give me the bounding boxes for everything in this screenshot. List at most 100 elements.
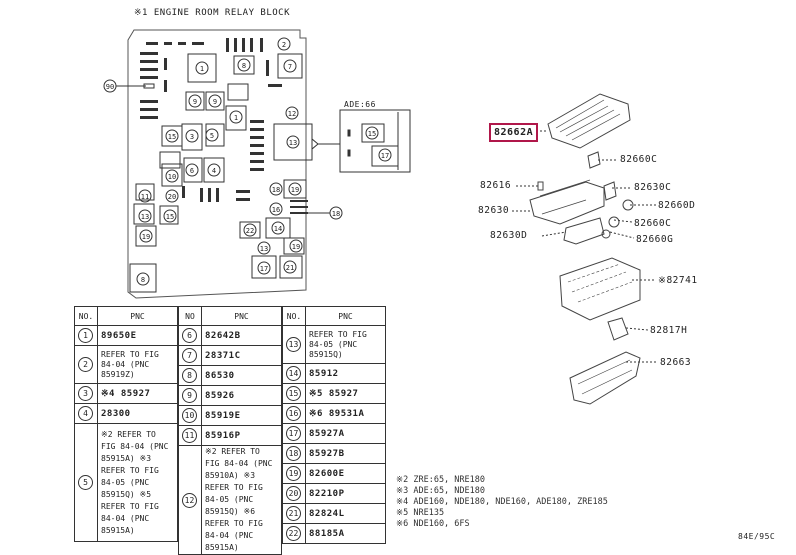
pnc-link[interactable]: ※6 89531A xyxy=(305,403,386,424)
pnc-link[interactable]: 86530 xyxy=(201,365,282,386)
svg-text:19: 19 xyxy=(292,243,300,251)
table-header: PNC xyxy=(305,306,386,326)
pnc-link[interactable]: 28371C xyxy=(201,345,282,366)
pnc-link[interactable]: 89650E xyxy=(97,325,178,346)
table-header: PNC xyxy=(97,306,178,326)
svg-text:19: 19 xyxy=(142,233,150,241)
callout-82660d[interactable]: 82660D xyxy=(658,200,696,211)
pnc-link[interactable]: 82642B xyxy=(201,325,282,346)
pnc-link[interactable]: ※2 REFER TO FIG 84-04 (PNC 85915A) ※3 RE… xyxy=(97,423,178,542)
parts-illustrations xyxy=(529,93,641,405)
svg-text:12: 12 xyxy=(288,110,296,118)
pnc-link[interactable]: 85927B xyxy=(305,443,386,464)
svg-text:1: 1 xyxy=(234,114,238,122)
pnc-link[interactable]: 88185A xyxy=(305,523,386,544)
inset-title: ADE:66 xyxy=(344,100,376,109)
callout-82741[interactable]: ※82741 xyxy=(658,275,698,286)
pnc-link[interactable]: 82210P xyxy=(305,483,386,504)
svg-text:17: 17 xyxy=(381,152,389,160)
fuse-box-part xyxy=(559,257,641,321)
pnc-link[interactable]: 82600E xyxy=(305,463,386,484)
svg-text:13: 13 xyxy=(289,139,297,147)
pnc-link[interactable]: 85927A xyxy=(305,423,386,444)
svg-text:18: 18 xyxy=(332,210,340,218)
highlighted-part-82662a[interactable]: 82662A xyxy=(489,123,539,142)
pnc-link[interactable]: 85916P xyxy=(201,425,282,446)
table-row: 3※4 85927 xyxy=(74,383,178,404)
relay-bracket-part xyxy=(529,181,605,225)
callout-82663[interactable]: 82663 xyxy=(660,357,692,368)
relay-block-cover-part xyxy=(547,93,631,149)
pnc-link[interactable]: ※5 85927 xyxy=(305,383,386,404)
pnc-link[interactable]: 85912 xyxy=(305,363,386,384)
callout-82616[interactable]: 82616 xyxy=(480,180,512,191)
svg-text:2: 2 xyxy=(282,41,286,49)
table-row: 16※6 89531A xyxy=(282,403,386,424)
svg-text:19: 19 xyxy=(291,186,299,194)
model-notes: ※2 ZRE:65, NRE180 ※3 ADE:65, NDE180 ※4 A… xyxy=(396,475,608,530)
svg-text:22: 22 xyxy=(246,227,254,235)
callout-82817h[interactable]: 82817H xyxy=(650,325,688,336)
table-header: PNC xyxy=(201,306,282,326)
pnc-link[interactable]: 85926 xyxy=(201,385,282,406)
svg-text:8: 8 xyxy=(141,276,145,284)
table-header: NO xyxy=(178,306,202,326)
svg-text:5: 5 xyxy=(210,132,214,140)
pnc-link[interactable]: ※4 85927 xyxy=(97,383,178,404)
pnc-link[interactable]: ※2 REFER TO FIG 84-04 (PNC 85910A) ※3 RE… xyxy=(201,445,282,555)
svg-text:18: 18 xyxy=(272,186,280,194)
svg-text:15: 15 xyxy=(166,213,174,221)
note-line: ※3 ADE:65, NDE180 xyxy=(396,486,486,496)
pnc-link[interactable]: REFER TO FIG 84-05 (PNC 85915Q) xyxy=(305,325,386,364)
pnc-link[interactable]: 85919E xyxy=(201,405,282,426)
svg-text:7: 7 xyxy=(288,63,292,71)
svg-text:21: 21 xyxy=(286,264,294,272)
svg-text:8: 8 xyxy=(242,62,246,70)
lower-bracket-part xyxy=(569,351,641,405)
callout-82630[interactable]: 82630 xyxy=(478,205,510,216)
callout-82660c-top[interactable]: 82660C xyxy=(620,154,658,165)
pnc-link[interactable]: 82824L xyxy=(305,503,386,524)
svg-text:11: 11 xyxy=(141,193,149,201)
note-line: ※6 NDE160, 6FS xyxy=(396,519,470,529)
svg-text:14: 14 xyxy=(274,225,282,233)
pnc-link[interactable]: 28300 xyxy=(97,403,178,424)
callout-82630d[interactable]: 82630D xyxy=(490,230,528,241)
figure-code: 84E/95C xyxy=(738,532,776,541)
callout-82660g[interactable]: 82660G xyxy=(636,234,674,245)
svg-text:9: 9 xyxy=(193,98,197,106)
svg-text:1: 1 xyxy=(200,65,204,73)
inset-detail xyxy=(339,109,411,173)
pnc-link[interactable]: REFER TO FIG 84-04 (PNC 85919Z) xyxy=(97,345,178,384)
svg-text:3: 3 xyxy=(190,133,194,141)
callout-82660c-bottom[interactable]: 82660C xyxy=(634,218,672,229)
ref-number-90: 90 xyxy=(106,83,114,91)
svg-text:13: 13 xyxy=(260,245,268,253)
note-line: ※5 NRE135 xyxy=(396,508,445,518)
callout-82630c[interactable]: 82630C xyxy=(634,182,672,193)
svg-text:6: 6 xyxy=(190,167,194,175)
relay-block-outline xyxy=(127,29,307,299)
relay-boxes xyxy=(129,53,313,293)
